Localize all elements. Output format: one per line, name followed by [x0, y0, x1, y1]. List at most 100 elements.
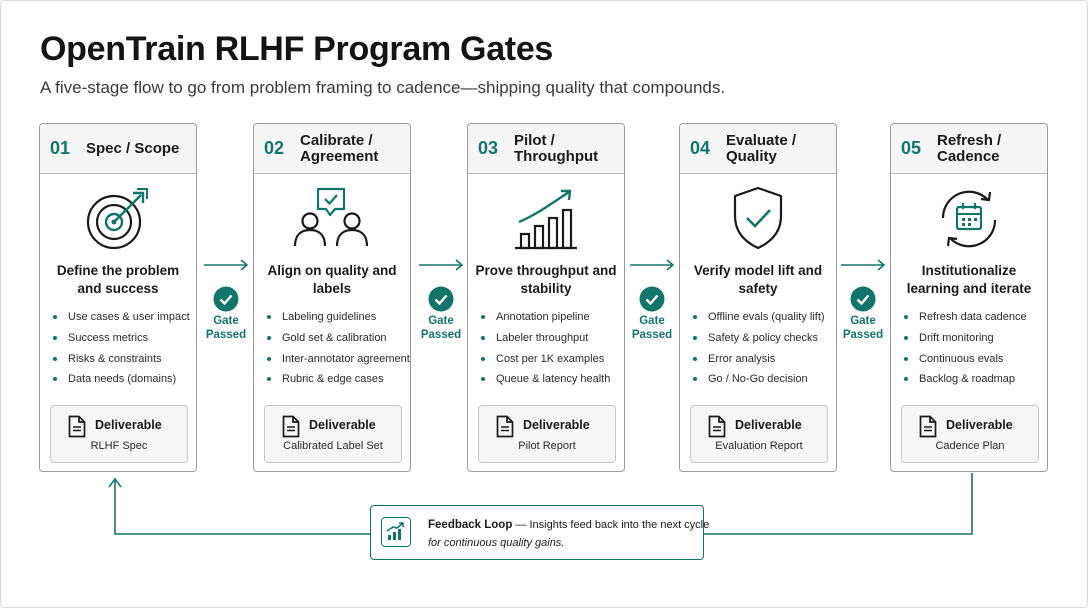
stage-name: Evaluate / Quality: [726, 131, 797, 165]
bullet-item: Offline evals (quality lift): [692, 310, 832, 331]
bullet-item: Labeler throughput: [480, 331, 620, 352]
deliverable-box: Deliverable Calibrated Label Set: [264, 405, 402, 463]
gate-label: Gate Passed: [416, 315, 466, 342]
stage-card-5: 05 Refresh / Cadence Institutionalize le…: [890, 123, 1048, 472]
feedback-loop-desc: — Insights feed back into the next cycle: [512, 519, 710, 531]
deliverable-name: RLHF Spec: [90, 440, 148, 452]
feedback-loop-title: Feedback Loop: [428, 519, 513, 531]
arrow-right-icon: [630, 259, 675, 271]
stage-header: 04 Evaluate / Quality: [680, 124, 836, 174]
feedback-chart-icon: [386, 522, 404, 540]
bullet-item: Use cases & user impact: [52, 310, 192, 331]
bullet-item: Refresh data cadence: [903, 310, 1043, 331]
gate-3: Gate Passed: [627, 258, 677, 342]
deliverable-box: Deliverable RLHF Spec: [50, 405, 188, 463]
stage-bullets: Offline evals (quality lift) Safety & po…: [692, 310, 832, 393]
gate-label-line: Passed: [205, 328, 247, 341]
stage-bullets: Annotation pipeline Labeler throughput C…: [480, 310, 620, 393]
gate-1: Gate Passed: [201, 258, 251, 342]
deliverable-name: Cadence Plan: [935, 440, 1005, 452]
stage-name: Calibrate / Agreement: [300, 131, 379, 165]
gate-label: Gate Passed: [838, 315, 888, 342]
stage-headline: Align on quality and labels: [267, 263, 397, 296]
feedback-loop-text: Feedback Loop — Insights feed back into …: [428, 516, 709, 552]
stage-card-3: 03 Pilot / Throughput Prove throughput a…: [467, 123, 625, 472]
gate-label-line: Passed: [842, 328, 884, 341]
bullet-item: Safety & policy checks: [692, 331, 832, 352]
stage-number: 03: [478, 138, 499, 158]
people-chat-icon: [293, 187, 369, 247]
bullet-item: Success metrics: [52, 331, 192, 352]
deliverable-box: Deliverable Evaluation Report: [690, 405, 828, 463]
arrow-right-icon: [204, 259, 249, 271]
document-icon: [919, 415, 937, 438]
deliverable-name: Calibrated Label Set: [283, 440, 383, 452]
document-icon: [282, 415, 300, 438]
page-title: OpenTrain RLHF Program Gates: [40, 30, 554, 68]
bullet-item: Labeling guidelines: [266, 310, 406, 331]
gate-label-line: Gate: [639, 315, 665, 327]
gate-label-line: Passed: [631, 328, 673, 341]
stage-card-4: 04 Evaluate / Quality Verify model lift …: [679, 123, 837, 472]
feedback-chart-icon-frame: [381, 517, 411, 547]
stage-card-1: 01 Spec / Scope Define the problem and s…: [39, 123, 197, 472]
stage-headline: Prove throughput and stability: [475, 263, 617, 296]
stage-name: Pilot / Throughput: [514, 131, 599, 165]
bullet-item: Data needs (domains): [52, 372, 192, 393]
growth-chart-icon: [515, 189, 577, 250]
stage-headline: Institutionalize learning and iterate: [906, 263, 1032, 296]
deliverable-box: Deliverable Pilot Report: [478, 405, 616, 463]
bullet-item: Go / No-Go decision: [692, 372, 832, 393]
bullet-item: Annotation pipeline: [480, 310, 620, 331]
stage-bullets: Use cases & user impact Success metrics …: [52, 310, 192, 393]
deliverable-name: Pilot Report: [518, 440, 576, 452]
bullet-item: Continuous evals: [903, 352, 1043, 373]
target-icon: [86, 188, 148, 250]
deliverable-label: Deliverable: [523, 418, 590, 432]
document-icon: [496, 415, 514, 438]
gate-label-line: Gate: [428, 315, 454, 327]
bullet-item: Drift monitoring: [903, 331, 1043, 352]
stage-number: 04: [690, 138, 711, 158]
bullet-item: Cost per 1K examples: [480, 352, 620, 373]
stage-name: Refresh / Cadence: [937, 131, 1002, 165]
feedback-loop-desc-2: for continuous quality gains.: [428, 537, 565, 549]
gate-2: Gate Passed: [416, 258, 466, 342]
gate-4: Gate Passed: [838, 258, 888, 342]
stage-header: 05 Refresh / Cadence: [891, 124, 1047, 174]
bullet-item: Error analysis: [692, 352, 832, 373]
calendar-cycle-icon: [941, 190, 997, 248]
arrow-right-icon: [841, 259, 886, 271]
stage-header: 03 Pilot / Throughput: [468, 124, 624, 174]
bullet-item: Queue & latency health: [480, 372, 620, 393]
stage-number: 05: [901, 138, 922, 158]
stage-header: 02 Calibrate / Agreement: [254, 124, 410, 174]
gate-label: Gate Passed: [201, 315, 251, 342]
stage-number: 01: [50, 138, 71, 158]
arrow-right-icon: [419, 259, 464, 271]
stage-name: Spec / Scope: [86, 139, 180, 157]
shield-check-icon: [733, 186, 783, 250]
check-circle-icon: [639, 286, 665, 312]
bullet-item: Risks & constraints: [52, 352, 192, 373]
deliverable-label: Deliverable: [309, 418, 376, 432]
gate-label-line: Gate: [213, 315, 239, 327]
check-circle-icon: [850, 286, 876, 312]
document-icon: [68, 415, 86, 438]
document-icon: [708, 415, 726, 438]
stage-headline: Verify model lift and safety: [693, 263, 823, 296]
deliverable-label: Deliverable: [735, 418, 802, 432]
check-circle-icon: [428, 286, 454, 312]
deliverable-label: Deliverable: [95, 418, 162, 432]
stage-header: 01 Spec / Scope: [40, 124, 196, 174]
stage-card-2: 02 Calibrate / Agreement Align on qualit…: [253, 123, 411, 472]
gate-label: Gate Passed: [627, 315, 677, 342]
deliverable-label: Deliverable: [946, 418, 1013, 432]
bullet-item: Backlog & roadmap: [903, 372, 1043, 393]
stage-bullets: Labeling guidelines Gold set & calibrati…: [266, 310, 410, 393]
check-circle-icon: [213, 286, 239, 312]
stage-headline: Define the problem and success: [56, 263, 180, 296]
gate-label-line: Passed: [420, 328, 462, 341]
deliverable-box: Deliverable Cadence Plan: [901, 405, 1039, 463]
